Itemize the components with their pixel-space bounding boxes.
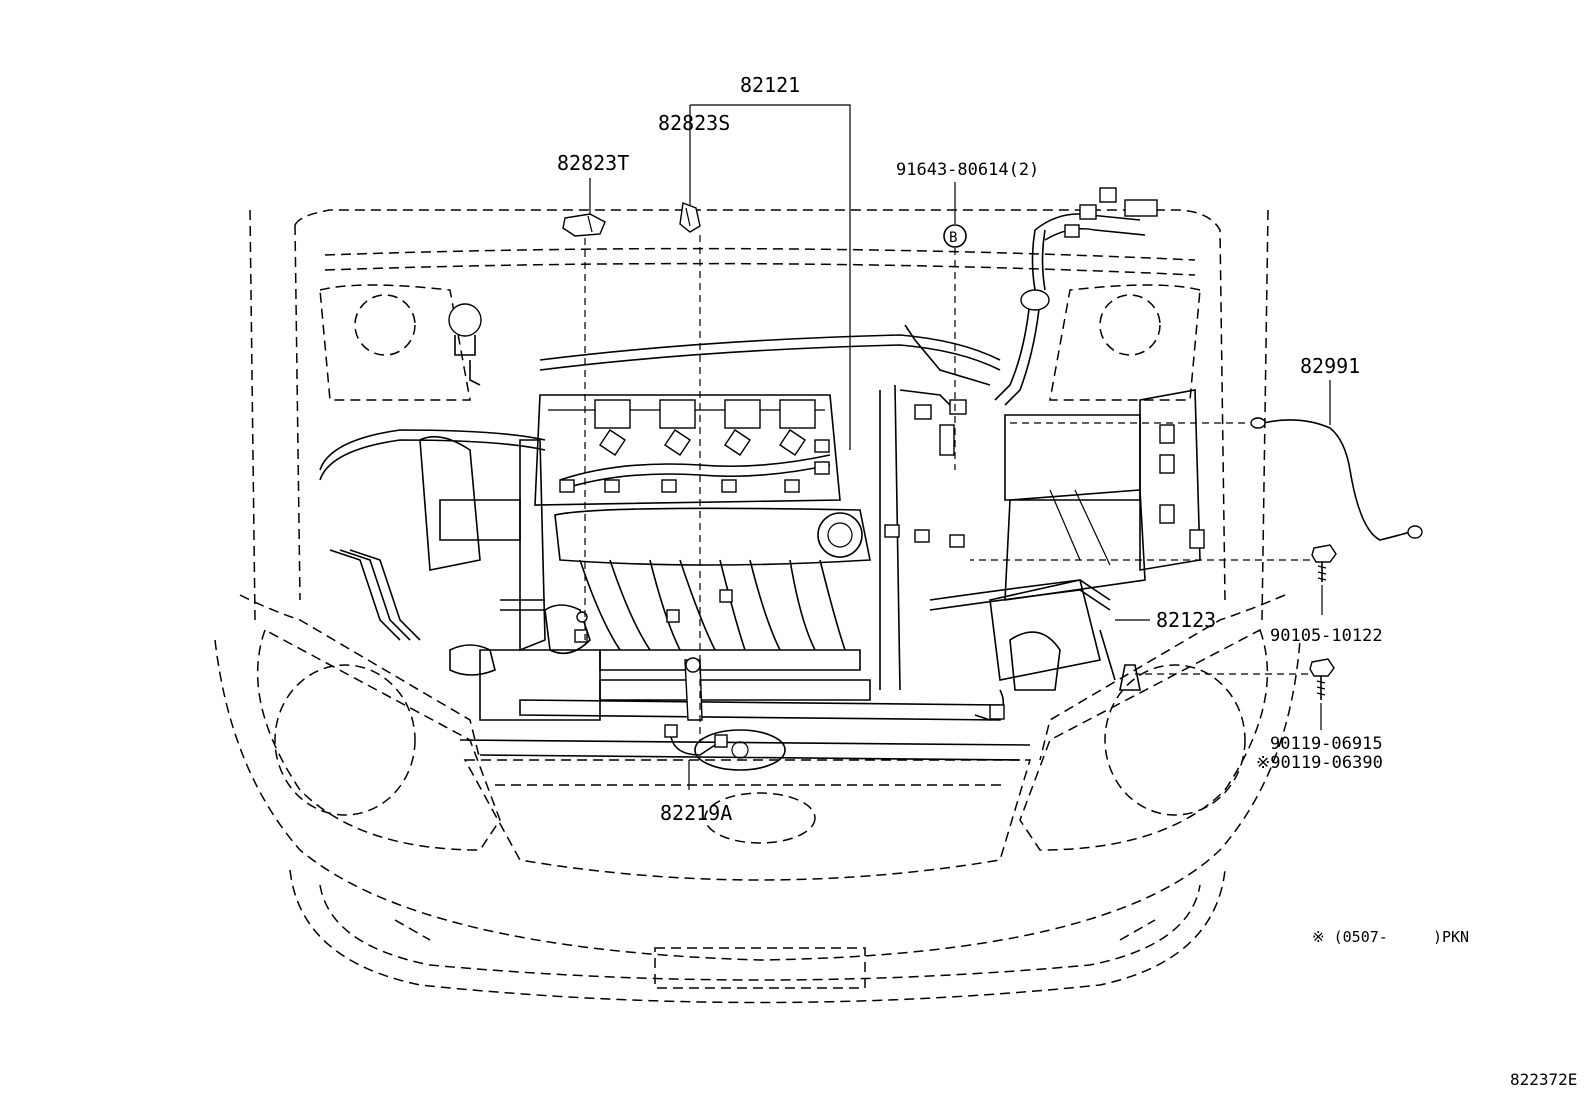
label-90119-06390: ※90119-06390 <box>1256 753 1383 773</box>
ground-strap-82991 <box>1250 417 1423 541</box>
label-82121: 82121 <box>740 73 800 97</box>
clamp-marker-circle <box>943 224 967 248</box>
part-labels: 82121 82823S 82823T 91643-80614(2) B 829… <box>557 73 1577 1089</box>
label-82123: 82123 <box>1156 608 1216 632</box>
leader-lines <box>584 104 1331 790</box>
label-clamp-b: B <box>949 230 957 246</box>
label-82823S: 82823S <box>658 111 730 135</box>
engine-assembly <box>319 187 1205 771</box>
bolt-90119-06915 <box>1309 658 1335 700</box>
label-91643-80614: 91643-80614(2) <box>896 160 1039 180</box>
label-82219A: 82219A <box>660 801 732 825</box>
car-body-outline <box>214 209 1301 1004</box>
diagram-code: 822372E <box>1510 1070 1577 1089</box>
footnote: ※ (0507- )PKN <box>1312 928 1469 946</box>
connector-82823T <box>562 213 606 237</box>
connector-82823S <box>679 202 701 233</box>
bolt-90105-10122 <box>1311 544 1337 582</box>
small-parts <box>562 202 1423 700</box>
label-90119-06915: 90119-06915 <box>1270 734 1383 754</box>
ignition-coils <box>594 399 816 456</box>
label-82991: 82991 <box>1300 354 1360 378</box>
label-90105-10122: 90105-10122 <box>1270 626 1383 646</box>
label-82823T: 82823T <box>557 151 629 175</box>
